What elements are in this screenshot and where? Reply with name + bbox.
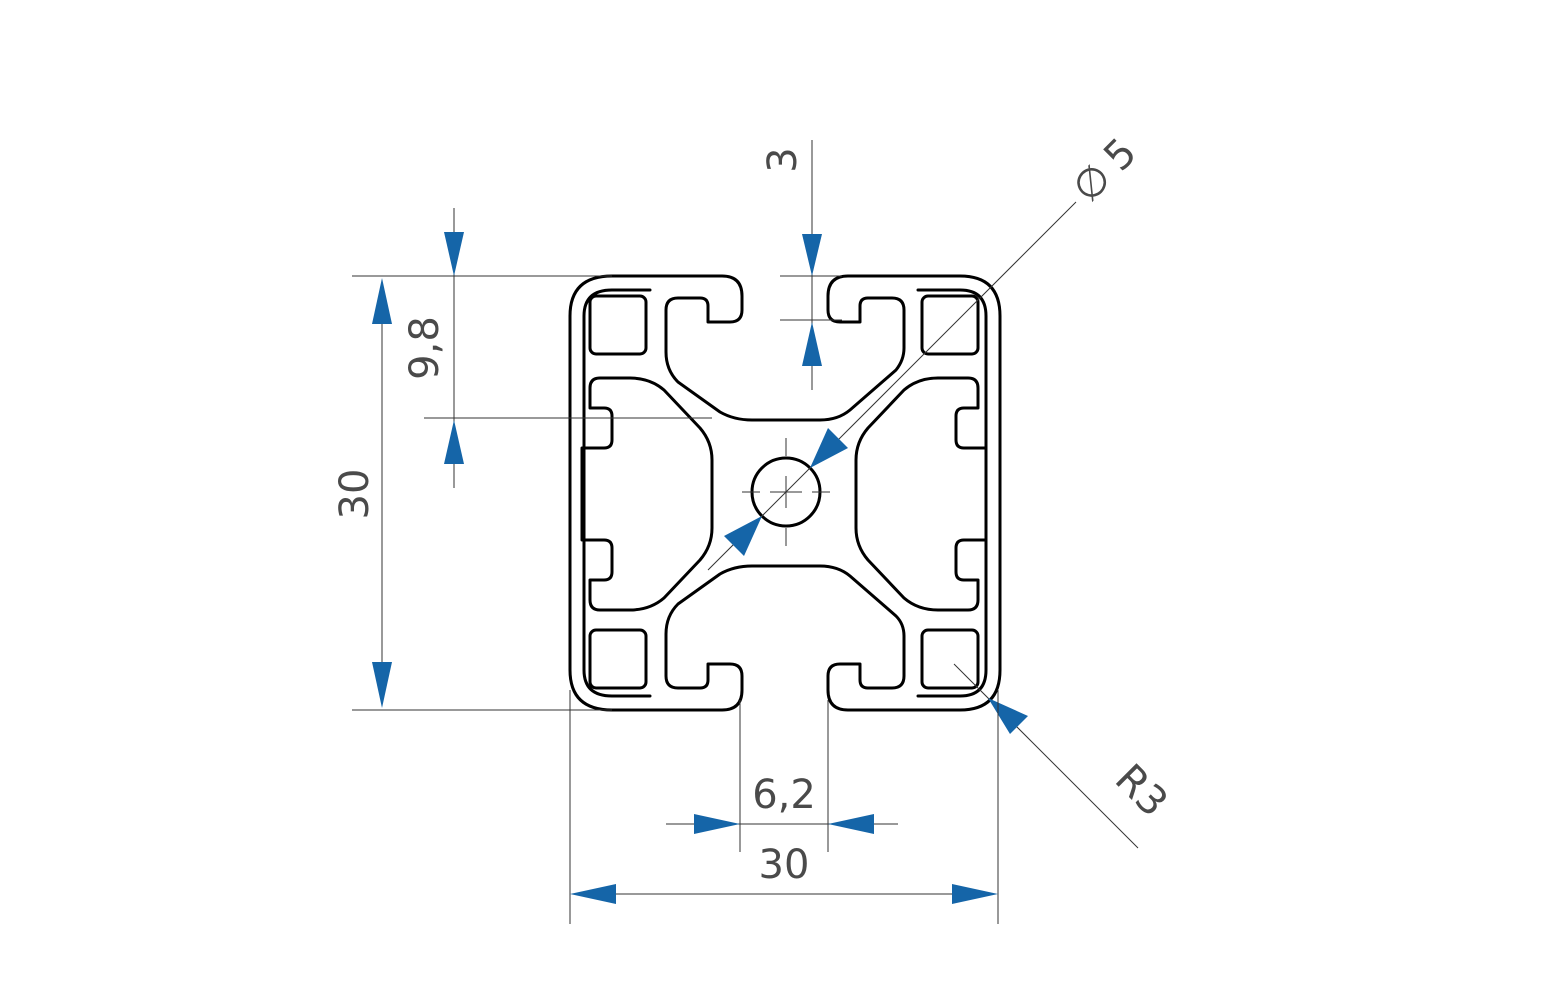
dimension-slot-opening: 6,2 [666, 700, 898, 852]
arrow-width-right [952, 884, 998, 904]
arrow-bore-lower [724, 516, 762, 556]
dimension-bore-diameter: ∅ 5 [707, 130, 1146, 571]
dimension-height: 30 [332, 275, 612, 711]
arrow-wall-top [802, 234, 822, 276]
height-label: 30 [332, 469, 378, 520]
profile-outer-contour [568, 274, 1002, 712]
dimension-wall-thickness: 3 [760, 140, 842, 390]
slot-opening-label: 6,2 [752, 772, 816, 818]
arrow-height-bottom [372, 662, 392, 708]
corner-cavity-top-right [920, 294, 980, 356]
arrow-wall-bottom [802, 322, 822, 366]
wall-thickness-label: 3 [760, 147, 806, 172]
width-label: 30 [759, 842, 810, 888]
corner-cavity-top-left [588, 294, 648, 356]
arrow-depth-top [444, 232, 464, 276]
corner-cavity-bottom-right [920, 628, 980, 690]
arrow-opening-right [828, 814, 874, 834]
corner-cavity-bottom-left [588, 628, 648, 690]
arrow-height-top [372, 278, 392, 324]
dimension-slot-depth: 9,8 [402, 208, 712, 488]
side-slot-left [580, 376, 714, 612]
arrow-depth-bottom [444, 420, 464, 464]
corner-radius-label: R3 [1106, 756, 1176, 826]
aluminium-profile-outline [568, 274, 1002, 712]
slot-depth-label: 9,8 [402, 316, 448, 380]
arrow-bore-upper [810, 428, 848, 468]
arrow-opening-left [694, 814, 740, 834]
side-slot-right [854, 376, 988, 612]
bore-centerlines [742, 438, 830, 546]
arrow-radius [988, 698, 1028, 734]
bore-diameter-label-group: ∅ 5 [1064, 130, 1146, 212]
arrow-width-left [570, 884, 616, 904]
dimension-width: 30 [569, 690, 999, 924]
dimension-corner-radius: R3 [953, 663, 1176, 849]
